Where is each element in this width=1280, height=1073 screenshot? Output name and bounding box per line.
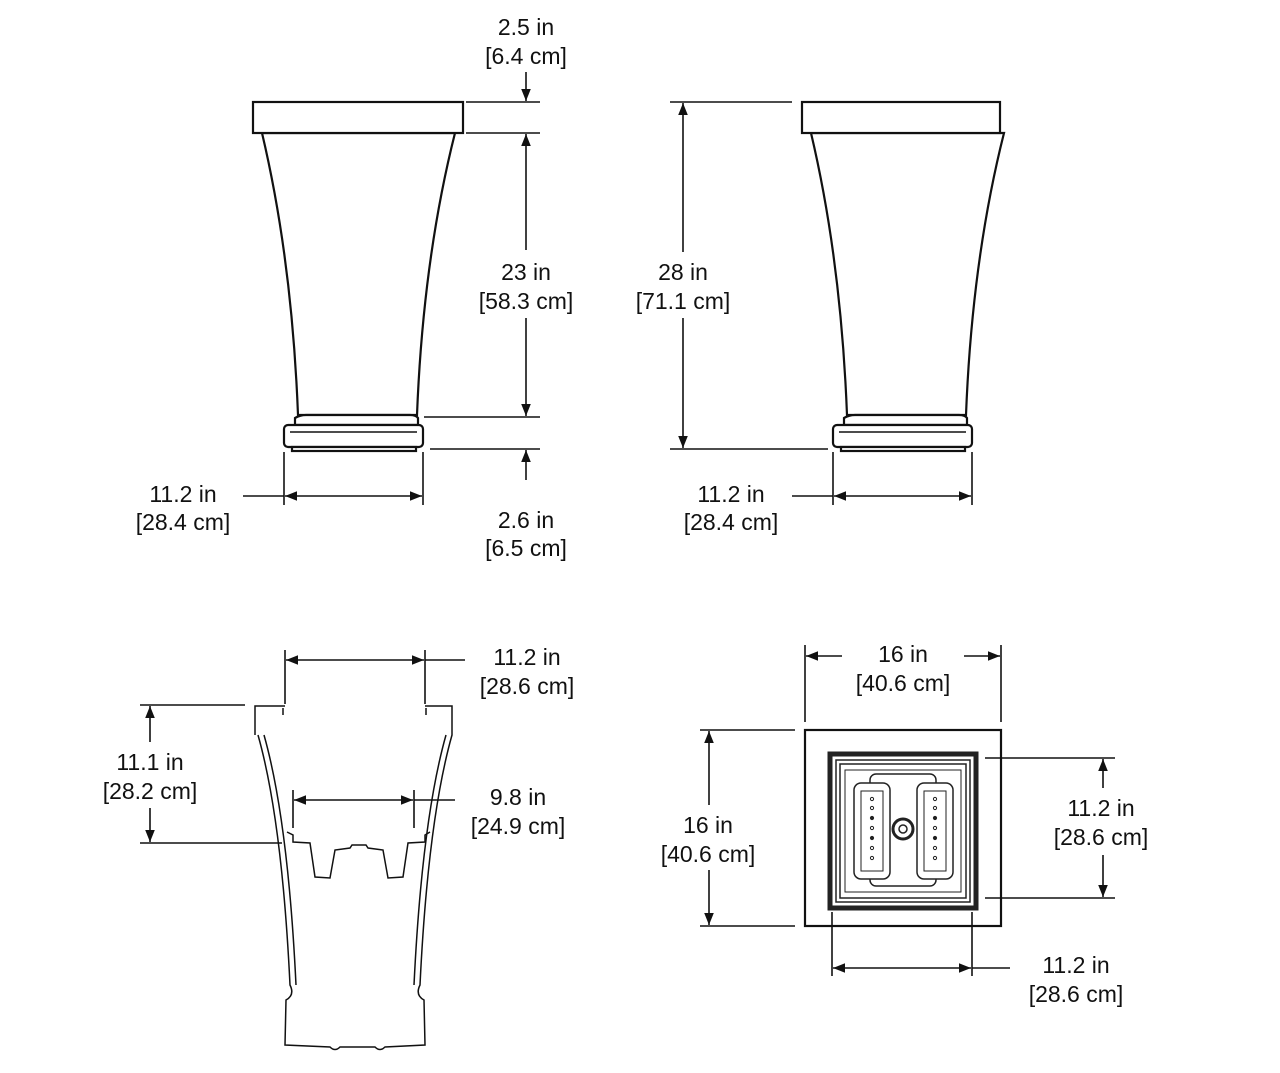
- body-height-cm: [58.3 cm]: [479, 288, 574, 314]
- rim-height-cm: [6.4 cm]: [485, 43, 567, 69]
- front-view: 2.5 in [6.4 cm] 23 in [58.3 cm] 11.2 in …: [136, 14, 574, 561]
- front-base-width-cm: [28.4 cm]: [136, 509, 231, 535]
- front-base-width-in: 11.2 in: [149, 481, 216, 507]
- planter-body: [260, 131, 457, 417]
- total-height-in: 28 in: [658, 259, 708, 285]
- insert-tray: [286, 831, 431, 879]
- side-view: 28 in [71.1 cm] 11.2 in [28.4 cm]: [636, 100, 1006, 535]
- inner-depth-cm: [28.6 cm]: [1054, 824, 1149, 850]
- base-height-cm: [6.5 cm]: [485, 535, 567, 561]
- opening-width-in: 11.2 in: [493, 644, 560, 670]
- base-height-in: 2.6 in: [498, 507, 554, 533]
- body-height-in: 23 in: [501, 259, 551, 285]
- section-outline: [254, 705, 453, 1051]
- outer-depth-in: 16 in: [683, 812, 733, 838]
- inner-width-cm: [28.6 cm]: [1029, 981, 1124, 1007]
- inner-depth-in: 11.2 in: [1067, 795, 1134, 821]
- insert-depth-cm: [28.2 cm]: [103, 778, 198, 804]
- side-base-width-cm: [28.4 cm]: [684, 509, 779, 535]
- rim-height-in: 2.5 in: [498, 14, 554, 40]
- insert-depth-in: 11.1 in: [116, 749, 183, 775]
- total-height-cm: [71.1 cm]: [636, 288, 731, 314]
- insert-width-cm: [24.9 cm]: [471, 813, 566, 839]
- outer-width-cm: [40.6 cm]: [856, 670, 951, 696]
- outer-depth-cm: [40.6 cm]: [661, 841, 756, 867]
- top-view: 16 in [40.6 cm] 16 in [40.6 cm] 11.2 in …: [661, 641, 1149, 1007]
- outer-width-in: 16 in: [878, 641, 928, 667]
- reservoir-right: [916, 782, 954, 880]
- planter-base-step: [293, 413, 420, 427]
- section-view: 11.2 in [28.6 cm] 11.1 in [28.2 cm] 9.8 …: [103, 644, 575, 1051]
- top-outer-square: [803, 728, 1003, 928]
- reservoir-left: [853, 782, 891, 880]
- opening-width-cm: [28.6 cm]: [480, 673, 575, 699]
- insert-width-in: 9.8 in: [490, 784, 546, 810]
- inner-width-in: 11.2 in: [1042, 952, 1109, 978]
- planter-rim: [251, 100, 465, 135]
- side-base-width-in: 11.2 in: [697, 481, 764, 507]
- drain-icon: [891, 817, 915, 841]
- planter-base: [282, 423, 425, 449]
